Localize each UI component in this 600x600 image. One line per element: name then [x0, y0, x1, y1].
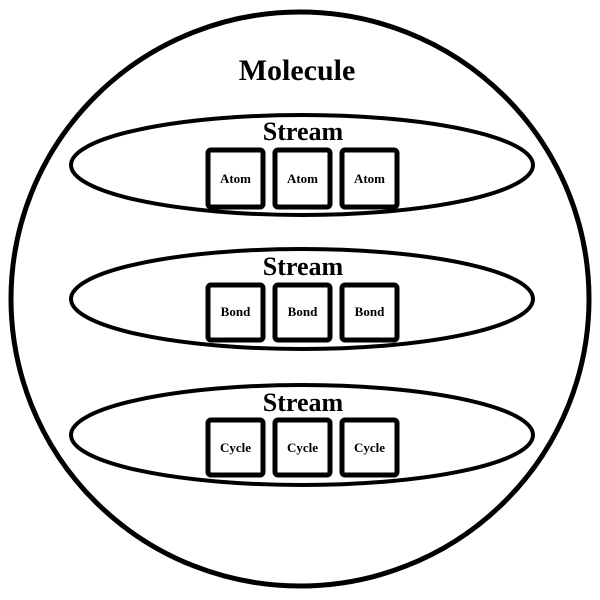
stream-group: Stream Cycle Cycle Cycle [69, 383, 535, 487]
stream-ellipse [69, 247, 535, 351]
bond-box [205, 282, 266, 343]
molecule-title: Molecule [239, 54, 356, 87]
cycle-box-label: Cycle [220, 440, 251, 455]
stream-group: Stream Atom Atom Atom [69, 113, 535, 217]
bond-box [339, 282, 400, 343]
bond-box-label: Bond [288, 304, 318, 319]
atom-box [272, 147, 333, 210]
bond-box [272, 282, 333, 343]
stream-ellipse [69, 113, 535, 217]
cycle-box [205, 417, 266, 478]
bond-box-label: Bond [221, 304, 251, 319]
stream-label: Stream [263, 252, 344, 281]
stream-group: Stream Bond Bond Bond [69, 247, 535, 351]
molecule-circle [8, 9, 592, 589]
atom-box-label: Atom [354, 171, 385, 186]
stream-ellipse [69, 383, 535, 487]
atom-box [339, 147, 400, 210]
stream-label: Stream [263, 388, 344, 417]
atom-box-label: Atom [287, 171, 318, 186]
cycle-box [339, 417, 400, 478]
cycle-box-label: Cycle [354, 440, 385, 455]
bond-box-label: Bond [355, 304, 385, 319]
atom-box-label: Atom [220, 171, 251, 186]
cycle-box [272, 417, 333, 478]
cycle-box-label: Cycle [287, 440, 318, 455]
stream-label: Stream [263, 117, 344, 146]
atom-box [205, 147, 266, 210]
